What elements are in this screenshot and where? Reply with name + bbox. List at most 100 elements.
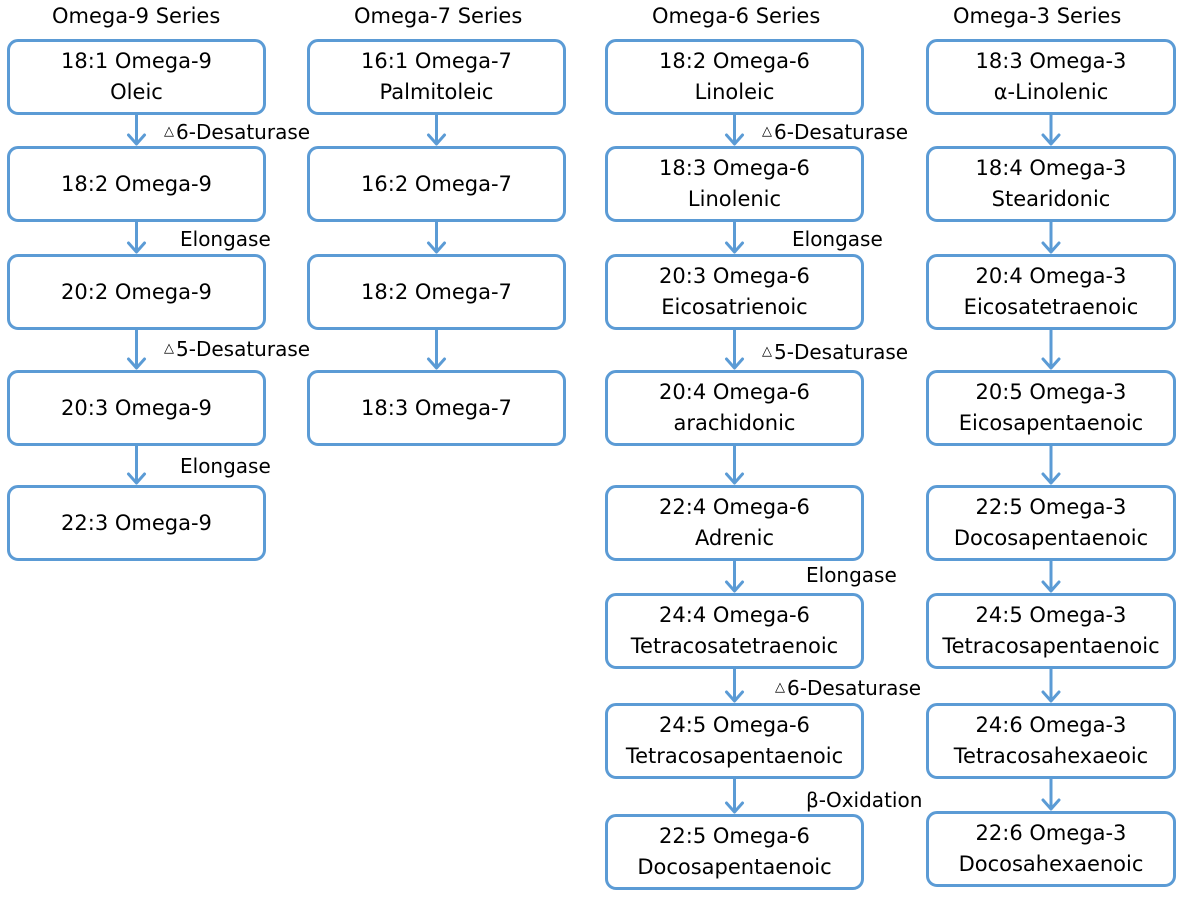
- enzyme-label: Elongase: [806, 563, 897, 587]
- omega9-code: 18:2 Omega-9: [61, 171, 212, 196]
- omega9-box-2: 18:2 Omega-9: [7, 146, 266, 222]
- omega9-box-3: 20:2 Omega-9: [7, 254, 266, 330]
- omega3-box-5: 22:5 Omega-3 Docosapentaenoic: [926, 485, 1176, 561]
- omega6-code: 18:3 Omega-6: [659, 156, 810, 180]
- omega6-code: 20:4 Omega-6: [659, 380, 810, 404]
- omega7-code: 18:3 Omega-7: [361, 395, 512, 420]
- title-omega7: Omega-7 Series: [354, 4, 523, 28]
- omega3-box-1: 18:3 Omega-3 α-Linolenic: [926, 39, 1176, 115]
- enzyme-label: Elongase: [792, 227, 883, 251]
- omega6-code: 22:5 Omega-6: [659, 824, 810, 848]
- omega3-name: Tetracosahexaeoic: [953, 744, 1149, 768]
- omega9-name: Oleic: [110, 80, 163, 104]
- omega3-code: 24:6 Omega-3: [975, 713, 1127, 737]
- enzyme-label: △5-Desaturase: [164, 337, 311, 361]
- omega6-code: 18:2 Omega-6: [659, 49, 810, 73]
- enzyme-label: △6-Desaturase: [164, 120, 311, 144]
- omega3-box-8: 22:6 Omega-3 Docosahexaenoic: [926, 811, 1176, 887]
- omega7-box-4: 18:3 Omega-7: [307, 370, 566, 446]
- omega3-code: 18:4 Omega-3: [975, 156, 1127, 180]
- arrow-down-icon: [427, 330, 446, 370]
- omega6-box-8: 22:5 Omega-6 Docosapentaenoic: [605, 814, 864, 890]
- omega9-box-5: 22:3 Omega-9: [7, 485, 266, 561]
- omega6-name: Linoleic: [694, 80, 775, 104]
- arrow-down-icon: [127, 222, 146, 254]
- title-omega6: Omega-6 Series: [652, 4, 821, 28]
- omega9-box-1: 18:1 Omega-9 Oleic: [7, 39, 266, 115]
- omega3-code: 24:5 Omega-3: [975, 603, 1127, 627]
- omega6-box-6: 24:4 Omega-6 Tetracosatetraenoic: [605, 593, 864, 669]
- omega6-code: 20:3 Omega-6: [659, 264, 810, 288]
- omega3-box-3: 20:4 Omega-3 Eicosatetraenoic: [926, 254, 1176, 330]
- arrow-down-icon: [127, 115, 146, 146]
- arrow-down-icon: [725, 446, 744, 485]
- delta-icon: △: [164, 341, 174, 356]
- omega6-box-5: 22:4 Omega-6 Adrenic: [605, 485, 864, 561]
- omega6-box-1: 18:2 Omega-6 Linoleic: [605, 39, 864, 115]
- omega3-box-4: 20:5 Omega-3 Eicosapentaenoic: [926, 370, 1176, 446]
- arrow-down-icon: [127, 446, 146, 485]
- omega6-box-2: 18:3 Omega-6 Linolenic: [605, 146, 864, 222]
- omega3-box-6: 24:5 Omega-3 Tetracosapentaenoic: [926, 593, 1176, 669]
- omega6-name: Linolenic: [687, 187, 782, 211]
- omega9-code: 20:3 Omega-9: [61, 395, 212, 420]
- omega6-name: Eicosatrienoic: [661, 295, 808, 319]
- arrow-down-icon: [1041, 330, 1061, 370]
- arrow-down-icon: [1041, 222, 1061, 254]
- arrow-down-icon: [725, 222, 744, 254]
- delta-icon: △: [762, 124, 772, 139]
- omega6-name: Docosapentaenoic: [637, 855, 832, 879]
- omega3-code: 22:6 Omega-3: [975, 821, 1127, 845]
- title-omega9: Omega-9 Series: [52, 4, 221, 28]
- omega7-code: 18:2 Omega-7: [361, 279, 512, 304]
- omega3-box-2: 18:4 Omega-3 Stearidonic: [926, 146, 1176, 222]
- enzyme-label: △6-Desaturase: [775, 676, 922, 700]
- omega6-name: arachidonic: [673, 411, 796, 435]
- arrow-down-icon: [127, 330, 146, 370]
- arrow-down-icon: [725, 115, 744, 146]
- omega3-name: Eicosatetraenoic: [963, 295, 1139, 319]
- omega6-name: Adrenic: [694, 526, 775, 550]
- arrow-down-icon: [725, 669, 744, 703]
- omega6-name: Tetracosapentaenoic: [625, 744, 844, 768]
- omega6-box-4: 20:4 Omega-6 arachidonic: [605, 370, 864, 446]
- omega6-code: 22:4 Omega-6: [659, 495, 810, 519]
- omega6-box-3: 20:3 Omega-6 Eicosatrienoic: [605, 254, 864, 330]
- title-omega3: Omega-3 Series: [953, 4, 1122, 28]
- omega6-code: 24:5 Omega-6: [659, 713, 810, 737]
- omega7-box-3: 18:2 Omega-7: [307, 254, 566, 330]
- omega6-code: 24:4 Omega-6: [659, 603, 810, 627]
- omega9-code: 18:1 Omega-9: [61, 49, 212, 73]
- enzyme-label: Elongase: [180, 454, 271, 478]
- arrow-down-icon: [427, 115, 446, 146]
- omega3-name: Stearidonic: [991, 187, 1111, 211]
- omega3-code: 20:4 Omega-3: [975, 264, 1127, 288]
- enzyme-label: △5-Desaturase: [762, 340, 909, 364]
- omega7-name: Palmitoleic: [379, 80, 494, 104]
- arrow-down-icon: [1041, 779, 1061, 811]
- omega6-name: Tetracosatetraenoic: [630, 634, 839, 658]
- omega3-name: Eicosapentaenoic: [958, 411, 1144, 435]
- arrow-down-icon: [1041, 115, 1061, 146]
- delta-icon: △: [164, 124, 174, 139]
- arrow-down-icon: [725, 330, 744, 370]
- omega7-box-2: 16:2 Omega-7: [307, 146, 566, 222]
- omega3-name: Docosapentaenoic: [953, 526, 1149, 550]
- omega3-code: 22:5 Omega-3: [975, 495, 1127, 519]
- omega7-code: 16:2 Omega-7: [361, 171, 512, 196]
- delta-icon: △: [762, 344, 772, 359]
- enzyme-label: △6-Desaturase: [762, 120, 909, 144]
- arrow-down-icon: [725, 779, 744, 814]
- omega3-name: Tetracosapentaenoic: [942, 634, 1160, 658]
- omega9-box-4: 20:3 Omega-9: [7, 370, 266, 446]
- omega9-code: 22:3 Omega-9: [61, 510, 212, 535]
- omega3-box-7: 24:6 Omega-3 Tetracosahexaeoic: [926, 703, 1176, 779]
- omega7-code: 16:1 Omega-7: [361, 49, 512, 73]
- arrow-down-icon: [1041, 669, 1061, 703]
- omega3-code: 20:5 Omega-3: [975, 380, 1127, 404]
- arrow-down-icon: [725, 561, 744, 593]
- omega3-name: α-Linolenic: [993, 80, 1109, 104]
- omega6-box-7: 24:5 Omega-6 Tetracosapentaenoic: [605, 703, 864, 779]
- omega3-code: 18:3 Omega-3: [975, 49, 1127, 73]
